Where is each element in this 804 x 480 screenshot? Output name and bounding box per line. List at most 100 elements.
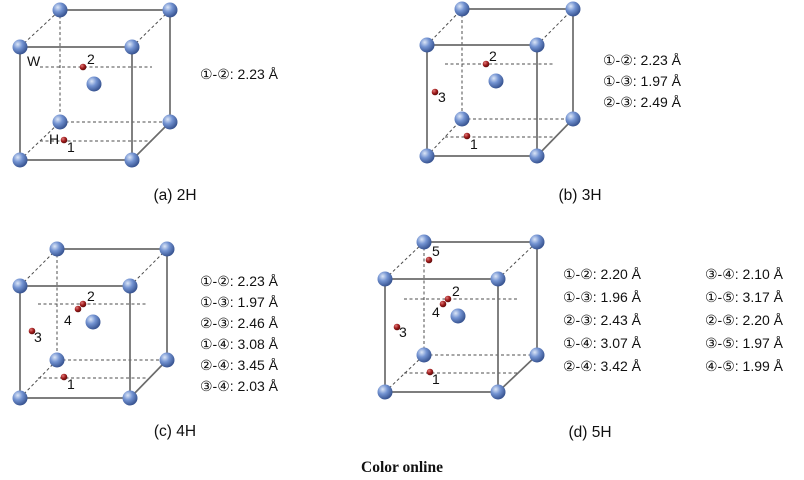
atom-label: 3 (438, 89, 446, 105)
panel-caption: (a) 2H (153, 187, 196, 204)
panel-caption: (d) 5H (568, 424, 611, 441)
w-atoms (12, 241, 175, 406)
h-atoms (28, 300, 87, 381)
atom-label: 4 (64, 312, 72, 328)
w-atom (416, 234, 432, 250)
panel-d: 1 2 3 4 5 ①-②: 2.20 Å ①-③: 1.96 Å ②-③: 2… (377, 234, 784, 441)
panel-b: 1 2 3 ①-②: 2.23 Å ①-③: 1.97 Å ②-③: 2.49 … (419, 1, 682, 204)
panel-caption: (b) 3H (558, 187, 601, 204)
w-atom (490, 384, 506, 400)
distance-entry: ①-③: 1.96 Å (563, 289, 642, 305)
w-atom (419, 37, 435, 53)
w-atom (565, 1, 581, 17)
w-atom-center (450, 308, 466, 324)
distance-entry: ①-②: 2.23 Å (200, 273, 279, 289)
w-atom (122, 278, 138, 294)
distance-entry: ③-⑤: 1.97 Å (705, 335, 784, 351)
distance-entry: ①-④: 3.08 Å (200, 336, 279, 352)
w-atoms (419, 1, 581, 164)
footer-note: Color online (361, 459, 443, 476)
h-atom-2 (444, 295, 452, 303)
h-atom-1 (426, 368, 434, 376)
distance-entry: ②-③: 2.49 Å (603, 94, 682, 110)
distance-entry: ②-④: 3.42 Å (563, 358, 642, 374)
cell-frame (384, 241, 538, 393)
w-atom (529, 37, 545, 53)
distance-entry: ①-③: 1.97 Å (603, 73, 682, 89)
atom-label: 2 (452, 283, 460, 299)
distance-entry: ①-⑤: 3.17 Å (705, 289, 784, 305)
w-atom (12, 278, 28, 294)
w-atom (162, 2, 178, 18)
w-atom (12, 39, 28, 55)
atom-label: 1 (470, 136, 478, 152)
h-atoms (393, 256, 452, 376)
atom-label: 1 (67, 376, 75, 392)
w-atom (124, 39, 140, 55)
h-atom-4 (439, 300, 447, 308)
cell-frame (426, 8, 574, 157)
w-atom (529, 148, 545, 164)
h-atom-2 (79, 63, 87, 71)
distance-entry: ③-④: 2.03 Å (200, 378, 279, 394)
h-atom-2 (482, 60, 490, 68)
h-atom-3 (28, 327, 36, 335)
distance-entry: ④-⑤: 1.99 Å (705, 358, 784, 374)
distance-entry: ②-④: 3.45 Å (200, 357, 279, 373)
atom-label: 1 (432, 371, 440, 387)
w-atom (454, 1, 470, 17)
h-atom-2 (79, 300, 87, 308)
h-atom-3 (393, 323, 401, 331)
w-atom-center (85, 314, 101, 330)
h-atom-5 (425, 256, 433, 264)
h-atom-1 (60, 136, 68, 144)
w-atom (49, 241, 65, 257)
distance-entry: ②-③: 2.43 Å (563, 312, 642, 328)
w-atom (377, 271, 393, 287)
w-atom (52, 2, 68, 18)
w-atom (565, 111, 581, 127)
w-atom (12, 390, 28, 406)
w-atom (162, 114, 178, 130)
w-atom (49, 352, 65, 368)
distance-entry: ①-④: 3.07 Å (563, 335, 642, 351)
panel-c: 1 2 3 4 ①-②: 2.23 Å ①-③: 1.97 Å ②-③: 2.4… (12, 241, 279, 440)
h-atom-1 (60, 373, 68, 381)
w-atom (124, 152, 140, 168)
w-atom (454, 111, 470, 127)
w-atom (122, 390, 138, 406)
distance-entry: ②-⑤: 2.20 Å (705, 312, 784, 328)
distance-entry: ①-②: 2.20 Å (563, 266, 642, 282)
w-atom-center (86, 76, 102, 92)
h-atom-1 (463, 132, 471, 140)
h-atoms (60, 63, 87, 144)
distance-entry: ①-②: 2.23 Å (200, 66, 279, 82)
panel-a: W H 1 2 ①-②: 2.23 Å (a) 2H (12, 2, 279, 204)
cell-frame (19, 248, 168, 399)
w-atom (416, 347, 432, 363)
cell-frame (19, 9, 171, 161)
w-atom (159, 352, 175, 368)
distance-entry: ③-④: 2.10 Å (705, 266, 784, 282)
w-atom (419, 148, 435, 164)
atom-label: 1 (67, 139, 75, 155)
atom-label: 2 (489, 48, 497, 64)
atom-label: W (27, 53, 41, 69)
h-atom-3 (431, 88, 439, 96)
distance-entry: ②-③: 2.46 Å (200, 315, 279, 331)
w-atom (52, 114, 68, 130)
atom-label: 3 (399, 324, 407, 340)
w-atom (159, 241, 175, 257)
h-atoms (431, 60, 490, 140)
atom-label: 5 (432, 243, 440, 259)
w-atoms (377, 234, 545, 400)
atom-label: 3 (34, 329, 42, 345)
atom-label: 2 (87, 51, 95, 67)
atom-label: 4 (432, 304, 440, 320)
atom-label: H (49, 131, 59, 147)
atom-label: 2 (87, 288, 95, 304)
h-atom-4 (74, 305, 82, 313)
distance-entry: ①-②: 2.23 Å (603, 52, 682, 68)
w-atom (529, 347, 545, 363)
